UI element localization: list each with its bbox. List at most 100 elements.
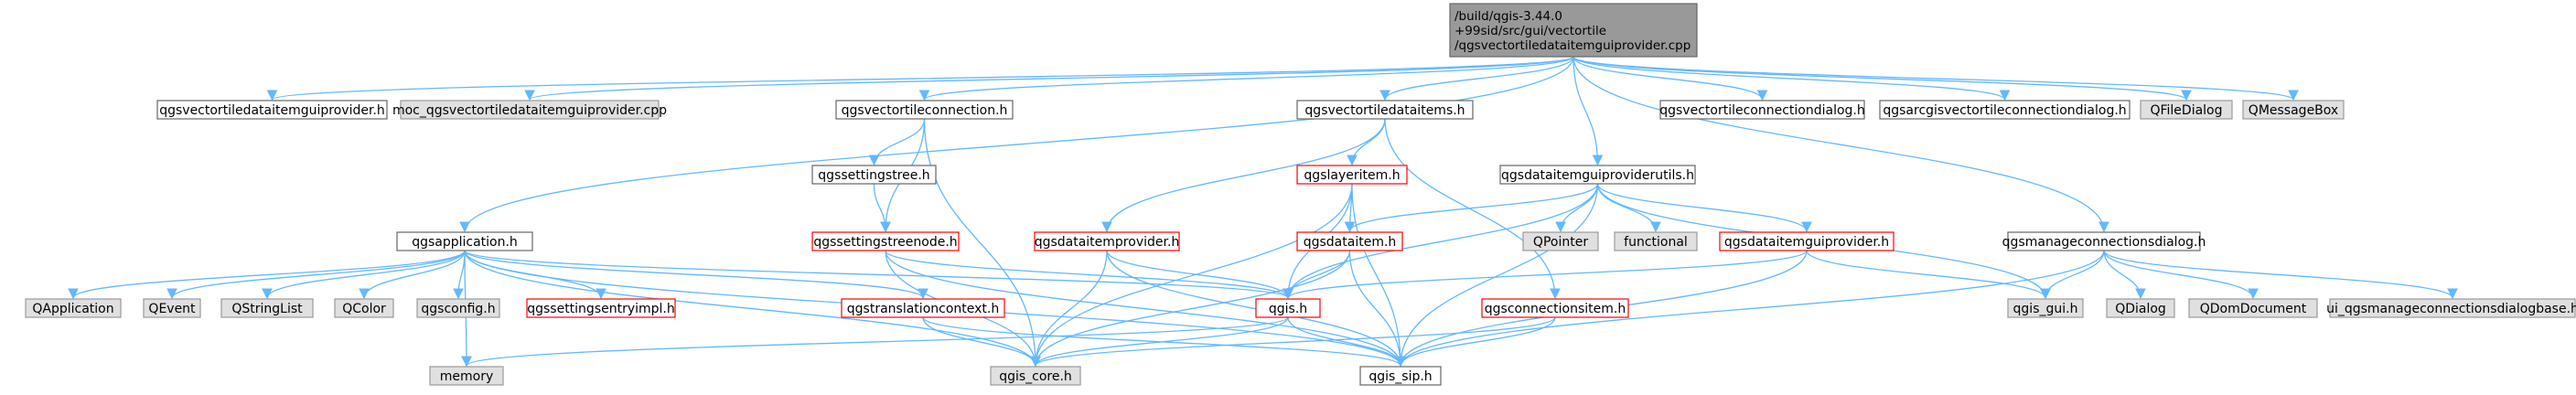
- node-label: qgssettingstreenode.h: [813, 235, 957, 250]
- node-n_qstringlist[interactable]: QStringList: [220, 298, 314, 318]
- edge-n_connitem-to-n_qgis_sip: [1395, 316, 1556, 368]
- node-n_qgis_gui[interactable]: qgis_gui.h: [2007, 298, 2084, 318]
- node-label: /build/qgis-3.44.0: [1454, 9, 1562, 24]
- node-label: QDialog: [2115, 302, 2166, 316]
- node-n_connitem[interactable]: qgsconnectionsitem.h: [1481, 298, 1629, 318]
- node-n_qfiledialog[interactable]: QFileDialog: [2140, 100, 2233, 120]
- node-n_settingsnode[interactable]: qgssettingstreenode.h: [811, 231, 960, 251]
- edge-n_settingsnode-to-n_qgis_sip: [885, 250, 1406, 368]
- node-n_items_h[interactable]: qgsvectortiledataitems.h: [1296, 100, 1474, 120]
- node-label: QColor: [342, 302, 386, 316]
- node-n_settingstree[interactable]: qgssettingstree.h: [811, 165, 937, 185]
- node-n_qevent[interactable]: QEvent: [143, 298, 201, 318]
- node-n_settingsentry[interactable]: qgssettingsentryimpl.h: [526, 298, 676, 318]
- node-label: qgsconnectionsitem.h: [1485, 302, 1626, 316]
- node-n_qpointer[interactable]: QPointer: [1522, 231, 1599, 251]
- node-n_qmessagebox[interactable]: QMessageBox: [2242, 100, 2345, 120]
- edge-n_qgis_h-to-n_memory: [461, 316, 1289, 368]
- node-n_ui_manage[interactable]: ui_qgsmanageconnectionsdialogbase.h: [2326, 298, 2576, 318]
- node-box: [143, 298, 201, 318]
- nodes-layer: /build/qgis-3.44.0+99sid/src/gui/vectort…: [25, 3, 2576, 386]
- node-n_guiutils[interactable]: qgsdataitemguiproviderutils.h: [1499, 165, 1696, 185]
- edge-n_app-to-n_qgis_core: [464, 250, 1041, 368]
- edge-n_conn_h-to-n_settingstree: [868, 118, 926, 166]
- node-n_qgis_core[interactable]: qgis_core.h: [990, 366, 1081, 386]
- node-box: [2242, 100, 2345, 120]
- node-label: functional: [1624, 235, 1688, 250]
- node-n_qdialog[interactable]: QDialog: [2106, 298, 2175, 318]
- node-label: QDomDocument: [2200, 302, 2307, 316]
- node-n_translation[interactable]: qgstranslationcontext.h: [841, 298, 1005, 318]
- edge-n_guiutils-to-n_dataitem: [1344, 183, 1599, 233]
- edge-n_qgis_h-to-n_qgis_core: [1030, 316, 1289, 368]
- node-n_guiprov_h[interactable]: qgsvectortiledataitemguiprovider.h: [156, 100, 388, 120]
- edge-n_items_h-to-n_dataitemprov: [1101, 118, 1386, 233]
- node-box: [1296, 100, 1474, 120]
- node-n_qapplication[interactable]: QApplication: [25, 298, 122, 318]
- edge-n_app-to-n_settingsentry: [464, 250, 606, 300]
- node-box: [2188, 298, 2318, 318]
- node-n_qdomdoc[interactable]: QDomDocument: [2188, 298, 2318, 318]
- node-n_arcgis[interactable]: qgsarcgisvectortileconnectiondialog.h: [1879, 100, 2131, 120]
- edge-root-to-n_manageconn: [1572, 56, 2109, 233]
- node-label: /qgsvectortiledataitemguiprovider.cpp: [1454, 38, 1690, 53]
- node-label: memory: [440, 369, 494, 384]
- node-label: qgsdataitem.h: [1304, 235, 1397, 250]
- edge-n_guiutils-to-n_qgis_sip: [1395, 183, 1599, 368]
- edge-root-to-n_connDialog: [1572, 56, 1768, 101]
- node-n_dataitemprov[interactable]: qgsdataitemprovider.h: [1034, 231, 1180, 251]
- node-box: [811, 165, 937, 185]
- node-box: [400, 100, 660, 120]
- node-n_functional[interactable]: functional: [1614, 231, 1698, 251]
- node-label: ui_qgsmanageconnectionsdialogbase.h: [2326, 302, 2576, 316]
- node-n_moc[interactable]: moc_qgsvectortiledataitemguiprovider.cpp: [392, 100, 667, 120]
- node-label: +99sid/src/gui/vectortile: [1454, 24, 1606, 38]
- edge-root-to-n_app: [459, 56, 1574, 233]
- node-label: QEvent: [148, 302, 196, 316]
- node-n_qgis_sip[interactable]: qgis_sip.h: [1359, 366, 1442, 386]
- edge-n_manageconn-to-n_qdialog: [2103, 250, 2146, 300]
- node-box: [1719, 231, 1894, 251]
- node-label: QApplication: [32, 302, 113, 316]
- node-n_manageconn[interactable]: qgsmanageconnectionsdialog.h: [2002, 231, 2206, 251]
- node-label: qgsdataitemguiprovider.h: [1724, 235, 1889, 250]
- node-box: [429, 366, 504, 386]
- node-n_app[interactable]: qgsapplication.h: [396, 231, 533, 251]
- node-box: [1659, 100, 1865, 120]
- edge-n_conn_h-to-n_qgis_core: [923, 118, 1041, 368]
- edge-n_app-to-n_qapplication: [68, 250, 466, 300]
- node-box: [334, 298, 394, 318]
- edge-n_app-to-n_qevent: [166, 250, 466, 300]
- node-n_dataitem[interactable]: qgsdataitem.h: [1296, 231, 1403, 251]
- node-label: QMessageBox: [2249, 103, 2338, 118]
- edge-n_app-to-n_translation: [464, 250, 928, 300]
- edge-n_guiprovider-to-n_qgis_h: [1283, 250, 1808, 300]
- edge-root-to-n_conn_h: [918, 56, 1574, 101]
- node-label: qgsapplication.h: [412, 235, 518, 250]
- node-n_memory[interactable]: memory: [429, 366, 504, 386]
- node-box: [156, 100, 388, 120]
- edge-n_guiprovider-to-n_qgis_gui: [1806, 250, 2051, 300]
- edge-n_guiutils-to-n_guiprovider: [1596, 183, 1812, 233]
- node-root[interactable]: /build/qgis-3.44.0+99sid/src/gui/vectort…: [1449, 3, 1698, 58]
- node-n_qcolor[interactable]: QColor: [334, 298, 394, 318]
- node-n_connDialog[interactable]: qgsvectortileconnectiondialog.h: [1659, 100, 1865, 120]
- edge-root-to-n_arcgis: [1572, 56, 2011, 101]
- node-box: [2106, 298, 2175, 318]
- edge-root-to-n_qmessagebox: [1572, 56, 2299, 101]
- node-box: [811, 231, 960, 251]
- edge-n_dataitem-to-n_qgis_core: [1030, 250, 1351, 368]
- node-n_conn_h[interactable]: qgsvectortileconnection.h: [835, 100, 1014, 120]
- node-n_qgsconfig[interactable]: qgsconfig.h: [416, 298, 500, 318]
- node-label: qgis_core.h: [999, 369, 1072, 384]
- node-n_layeritem[interactable]: qgslayeritem.h: [1296, 165, 1408, 185]
- node-box: [1296, 231, 1403, 251]
- node-box: [2329, 298, 2576, 318]
- node-label: qgis.h: [1269, 302, 1307, 316]
- node-n_guiprovider[interactable]: qgsdataitemguiprovider.h: [1719, 231, 1894, 251]
- edge-n_dataitem-to-n_qgis_sip: [1348, 250, 1406, 368]
- edge-n_guiutils-to-n_qgis_h: [1283, 183, 1599, 300]
- node-box: [841, 298, 1005, 318]
- edge-n_manageconn-to-n_ui_manage: [2103, 250, 2458, 300]
- node-n_qgis_h[interactable]: qgis.h: [1255, 298, 1321, 318]
